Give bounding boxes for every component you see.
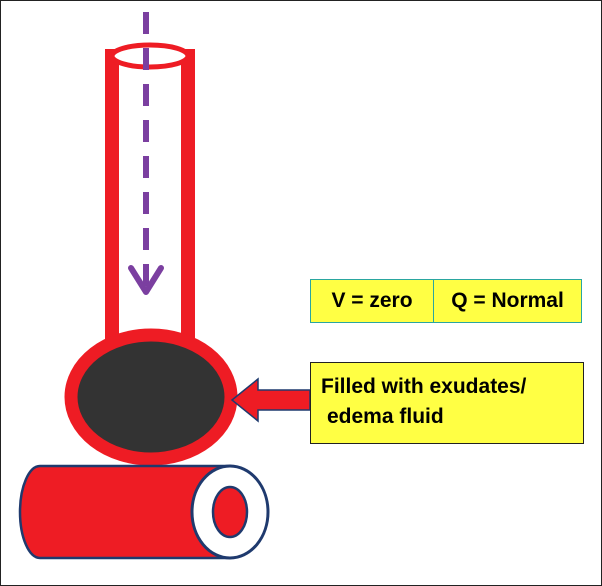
alveolus	[64, 328, 238, 466]
capillary-lumen	[211, 485, 249, 539]
airflow-arrowhead	[128, 265, 164, 295]
alveolus-note-line1: Filled with exudates/	[321, 375, 527, 398]
pointer-arrow-icon	[230, 377, 311, 423]
capillary-body	[18, 464, 232, 560]
capillary	[18, 464, 270, 560]
airway-tube	[105, 42, 195, 355]
alveolus-note-line2: edema fluid	[327, 405, 444, 428]
ventilation-perfusion-box: V = zero Q = Normal	[310, 279, 582, 323]
airway-tube-body	[105, 49, 195, 355]
alveolus-note-box: Filled with exudates/ edema fluid	[310, 362, 584, 444]
airflow-dashed-arrow-icon	[128, 12, 164, 295]
perfusion-label: Q = Normal	[451, 289, 564, 312]
ventilation-label: V = zero	[311, 280, 434, 322]
airway-tube-opening	[109, 42, 191, 70]
